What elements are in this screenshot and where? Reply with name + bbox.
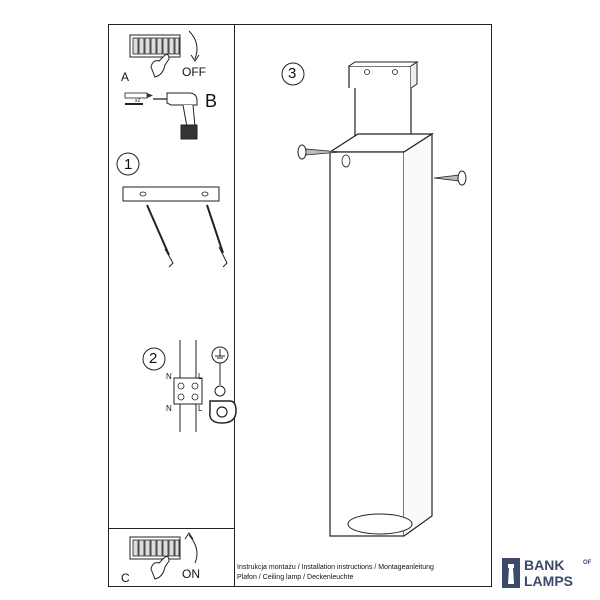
brand-name-lamps: LAMPS [524,573,573,589]
anchor-bolt-icon [146,204,228,268]
mounting-bracket-icon [122,186,220,202]
step-3-number: 3 [288,65,297,82]
ground-icon [209,346,237,424]
terminal-block-icon [173,340,203,432]
live-label-bottom: L [198,404,203,413]
plug-count-label: x2 [135,98,141,104]
screw-left-icon [297,144,341,160]
lamp-body-icon [327,132,435,537]
step-a-letter: A [121,70,130,84]
brand-name-of: OF [583,560,592,566]
live-label-top: L [198,372,203,381]
on-label: ON [182,567,200,581]
step-2-badge [142,347,166,371]
breaker-panel-icon-c [129,532,198,580]
off-label: OFF [182,65,206,79]
screw-right-icon [433,170,467,186]
wall-plug-icon [124,92,153,105]
step-3-badge [281,62,305,86]
step-1-badge [116,152,140,176]
step-c-panel: C ON [108,528,235,587]
step-2-number: 2 [149,350,158,367]
drill-icon [153,92,198,140]
caption-line-1: Instrukcja montażu / Installation instru… [237,564,434,571]
neutral-label-bottom: N [166,404,172,413]
caption-line-2: Plafon / Ceiling lamp / Deckenleuchte [237,574,354,581]
ceiling-bracket-icon [348,61,419,140]
neutral-label-top: N [166,372,172,381]
lighthouse-icon [502,558,520,588]
step-c-letter: C [121,571,130,585]
step-a-panel: A OFF [108,24,235,88]
step-b-panel: B x2 [108,87,235,146]
brand-name-bank: BANK [524,557,565,573]
breaker-panel-icon [129,30,200,78]
step-1-number: 1 [124,156,133,173]
step-1-panel: 1 [108,145,235,529]
step-b-letter: B [205,91,218,111]
